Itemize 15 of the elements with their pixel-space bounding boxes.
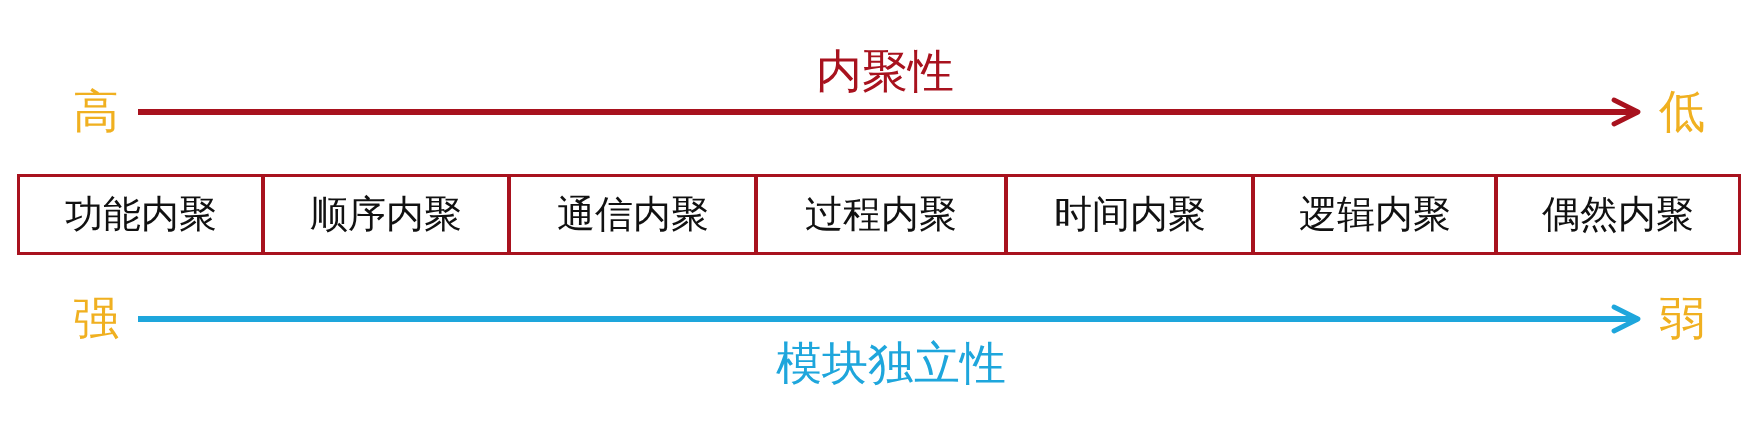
edge-label: 模块独立性 [776,335,1006,392]
arrow [138,97,1641,127]
edge-label: 内聚性 [816,43,954,100]
arrow [138,304,1641,334]
scale-end-label: 低 [1652,82,1712,142]
scale-end-label: 弱 [1652,289,1712,349]
cohesion-box: 偶然内聚 [1495,174,1741,255]
cohesion-box: 时间内聚 [1005,174,1254,255]
cohesion-box: 通信内聚 [508,174,757,255]
cohesion-box: 逻辑内聚 [1252,174,1497,255]
cohesion-box: 过程内聚 [755,174,1007,255]
cohesion-box: 顺序内聚 [262,174,510,255]
scale-end-label: 高 [68,82,124,142]
scale-end-label: 强 [68,289,124,349]
cohesion-box: 功能内聚 [17,174,264,255]
